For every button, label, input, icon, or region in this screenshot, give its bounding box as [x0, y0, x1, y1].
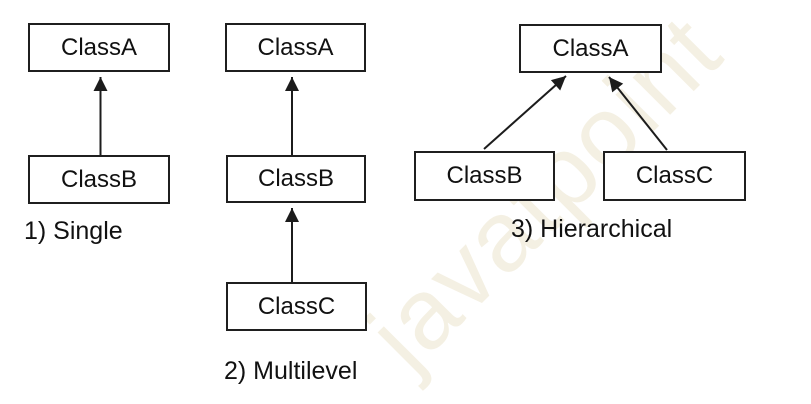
arrow-hierarchical-c-to-a — [608, 76, 668, 151]
class-box-multilevel-classc: ClassC — [226, 282, 367, 331]
caption-multilevel: 2) Multilevel — [224, 357, 358, 385]
class-box-multilevel-classa: ClassA — [225, 23, 366, 72]
class-box-multilevel-classb: ClassB — [226, 155, 366, 203]
caption-hierarchical: 3) Hierarchical — [511, 215, 673, 243]
caption-single: 1) Single — [24, 217, 123, 245]
class-box-hierarchical-classc: ClassC — [603, 151, 746, 201]
class-box-single-classa: ClassA — [28, 23, 170, 72]
class-box-hierarchical-classa: ClassA — [519, 24, 662, 73]
class-box-single-classb: ClassB — [28, 155, 170, 204]
class-box-hierarchical-classb: ClassB — [414, 151, 555, 201]
arrow-hierarchical-b-to-a — [483, 75, 567, 150]
